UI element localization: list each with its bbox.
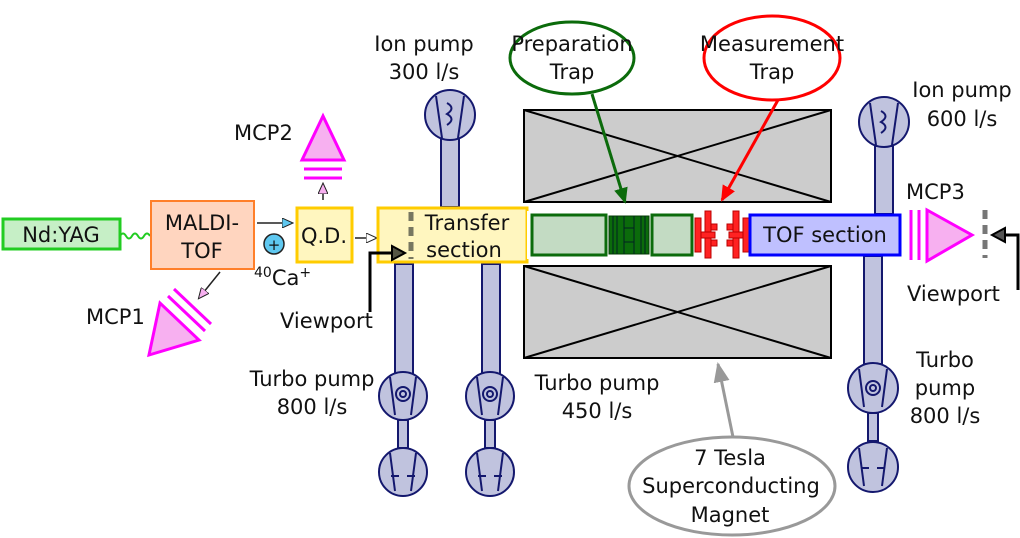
meas-trap-callout <box>702 14 842 102</box>
beam-arrow-maldi-mcp1 <box>199 271 221 298</box>
ion-mass: 40 <box>254 265 272 281</box>
tof-section-label: TOF section <box>762 223 887 247</box>
mcp3-label: MCP3 <box>906 180 965 204</box>
turbo-right-label-2: pump <box>915 376 975 400</box>
prep-trap-label-1: Preparation <box>511 32 632 56</box>
magnet-label-3: Magnet <box>691 503 770 527</box>
turbo-left-label-2: 800 l/s <box>277 395 348 419</box>
mcp2-detector <box>299 112 347 180</box>
magnet-label-1: 7 Tesla <box>694 446 766 470</box>
viewport-left-label: Viewport <box>280 309 373 333</box>
meas-trap-label-1: Measurement <box>700 32 844 56</box>
calcium-ion-icon: + <box>263 233 285 255</box>
ion-pump-left <box>424 89 476 208</box>
laser-beam <box>119 232 151 240</box>
measurement-trap <box>694 210 750 259</box>
ion-charge: + <box>299 265 311 281</box>
prep-trap-label-2: Trap <box>549 60 595 84</box>
meas-trap-arrow <box>720 99 780 202</box>
turbo-pump-right <box>847 255 899 493</box>
qd-label: Q.D. <box>301 224 347 248</box>
ion-pump-right-label-2: 600 l/s <box>927 107 998 131</box>
magnet-label-2: Superconducting <box>642 474 820 498</box>
mcp3-detector <box>909 207 976 264</box>
ion-pump-right <box>858 96 910 215</box>
viewport-right-pointer <box>1005 233 1020 290</box>
ion-label: 40Ca+ <box>254 265 311 290</box>
magnet-lower <box>523 265 832 359</box>
ion-pump-right-label-1: Ion pump <box>912 78 1011 102</box>
turbo-mid-label-2: 450 l/s <box>562 399 633 423</box>
magnet-arrow <box>713 362 735 438</box>
nd-yag-label: Nd:YAG <box>22 223 100 247</box>
mcp2-label: MCP2 <box>234 121 293 145</box>
transfer-label-1: Transfer <box>424 211 510 235</box>
transfer-label-2: section <box>426 238 502 262</box>
turbo-pump-mid <box>465 263 515 497</box>
magnet-upper <box>523 109 832 203</box>
turbo-mid-label-1: Turbo pump <box>534 371 660 395</box>
turbo-pump-left <box>378 263 428 497</box>
prep-trap-callout <box>508 20 636 96</box>
turbo-right-label-1: Turbo <box>915 348 974 372</box>
viewport-left-pointer <box>368 251 392 312</box>
turbo-left-label-1: Turbo pump <box>249 367 375 391</box>
tof-section: TOF section <box>748 213 902 257</box>
meas-trap-label-2: Trap <box>749 60 795 84</box>
quadrupole-deflector: Q.D. <box>295 206 354 264</box>
nd-yag-laser: Nd:YAG <box>1 217 122 251</box>
ion-pump-left-label-2: 300 l/s <box>389 60 460 84</box>
ion-plus-sign: + <box>268 236 281 254</box>
viewport-left-arrow-icon <box>391 244 408 262</box>
mcp1-label: MCP1 <box>86 305 145 329</box>
viewport-right-arrow-icon <box>989 226 1006 244</box>
viewport-right-label: Viewport <box>907 282 1000 306</box>
turbo-right-label-3: 800 l/s <box>910 404 981 428</box>
maldi-tof: MALDI- TOF <box>150 200 255 270</box>
prep-trap-arrow <box>590 93 628 204</box>
mcp1-detector <box>147 287 213 358</box>
maldi-label-2: TOF <box>180 239 222 263</box>
ion-element: Ca <box>272 266 300 290</box>
maldi-label-1: MALDI- <box>165 211 239 235</box>
preparation-trap <box>530 213 694 257</box>
ion-pump-left-label-1: Ion pump <box>374 32 473 56</box>
